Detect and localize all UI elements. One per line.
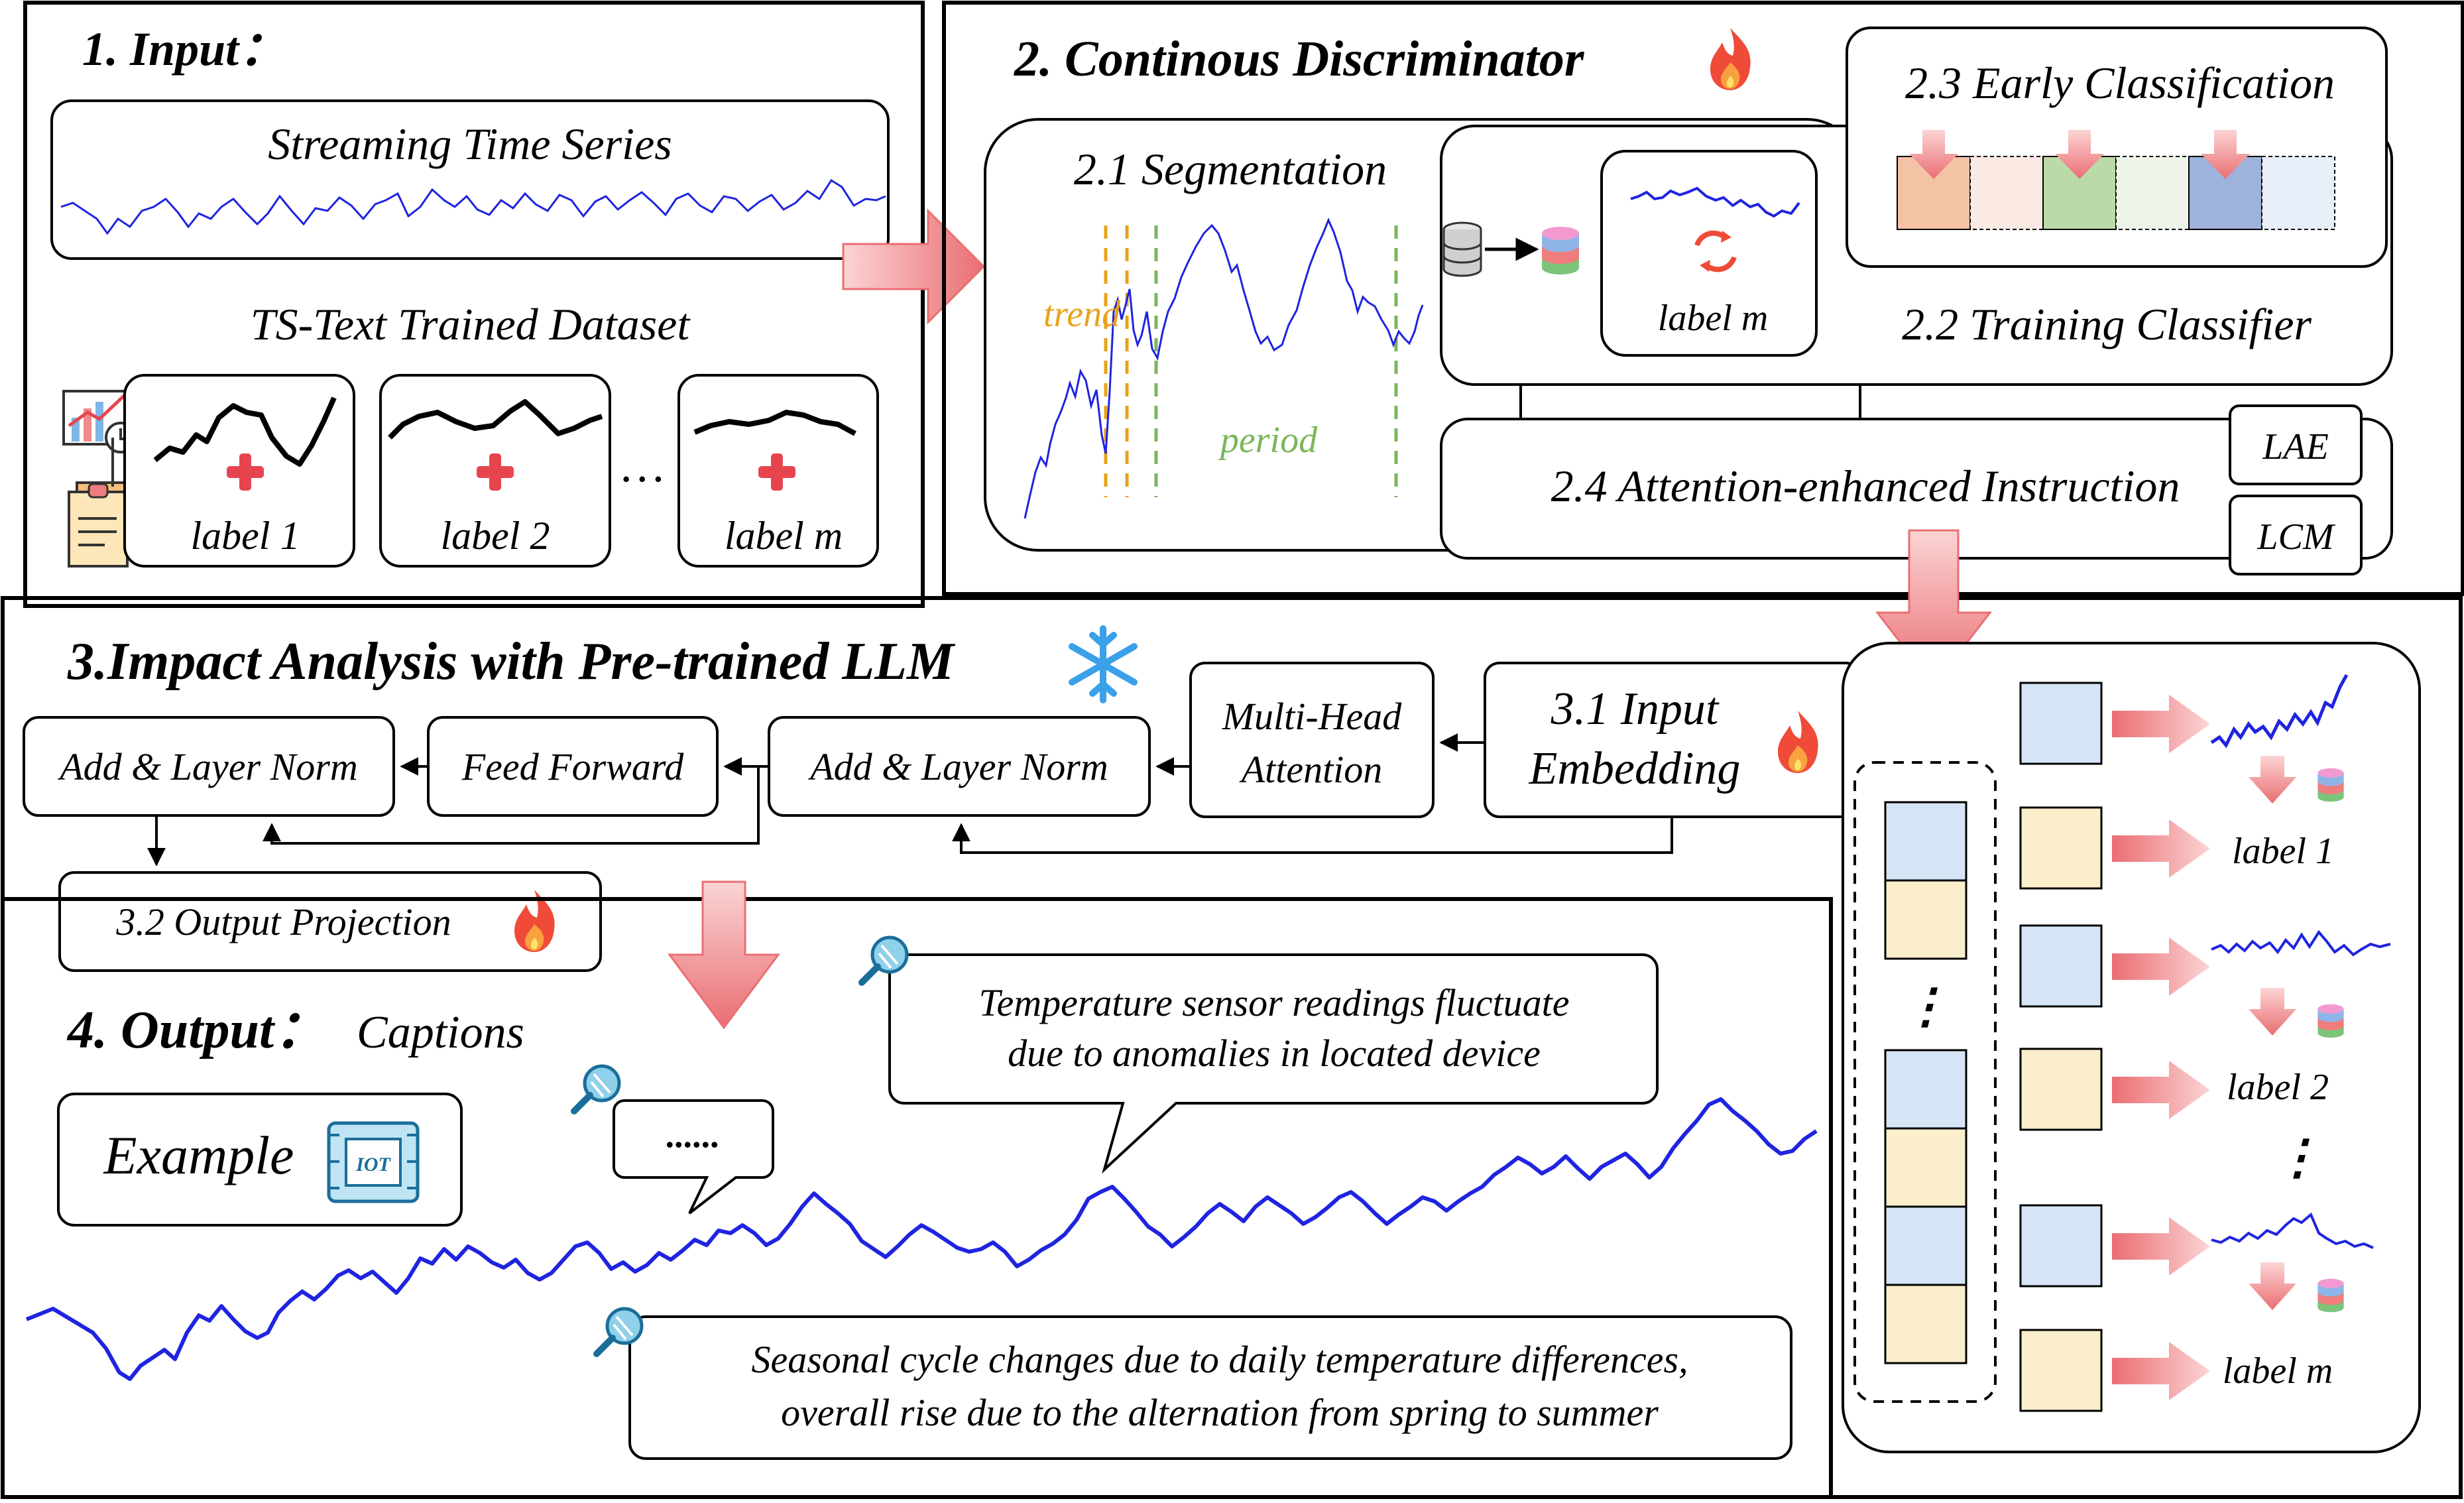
token-cell	[1884, 1284, 1967, 1364]
section-2-title: 2. Continous Discriminator	[1014, 31, 1585, 87]
refresh-icon	[1694, 230, 1737, 272]
database-icon	[1442, 221, 1482, 277]
pair-dots: ⋮	[2274, 1131, 2321, 1184]
add-norm-left-block	[23, 716, 395, 817]
segmentation-title: 2.1 Segmentation	[1074, 144, 1387, 194]
snowflake-icon	[1069, 625, 1138, 703]
section-4-subtitle: Captions	[357, 1007, 524, 1058]
add-norm-right-label: Add & Layer Norm	[807, 745, 1108, 788]
streaming-series-line	[60, 178, 886, 235]
early-cell	[1969, 156, 2044, 230]
fire-icon	[1710, 28, 1751, 90]
dataset-label-2: label 2	[441, 514, 550, 558]
lcm-box	[2229, 495, 2363, 575]
small-bubble-text: ......	[667, 1115, 721, 1155]
dataset-card-m: label m	[677, 374, 879, 568]
top-bubble-line-1: Temperature sensor readings fluctuate	[979, 981, 1570, 1024]
section-input: 1. Input： Streaming Time Series TS-Text …	[23, 1, 925, 608]
example-label: Example	[103, 1125, 294, 1185]
add-norm-left-label: Add & Layer Norm	[57, 745, 358, 788]
output-series-line	[25, 1097, 1818, 1381]
token-cell	[1884, 801, 1967, 882]
embedding-pair-1: label 1	[2019, 674, 2349, 890]
segmentation-series-line	[1024, 217, 1424, 519]
lae-box	[2229, 404, 2363, 485]
lcm-label: LCM	[2257, 516, 2335, 558]
dataset-label-m: label m	[725, 514, 843, 558]
feed-forward-label: Feed Forward	[461, 745, 685, 788]
training-classifier-title: 2.2 Training Classifier	[1902, 299, 2312, 349]
bottom-bubble-line-2: overall rise due to the alternation from…	[781, 1391, 1659, 1434]
output-projection-label: 3.2 Output Projection	[115, 900, 451, 943]
period-label: period	[1218, 420, 1318, 461]
token-sequence-box	[1853, 761, 1997, 1403]
section-3-title: 3.Impact Analysis with Pre-trained LLM	[67, 632, 956, 691]
pair-label-m: label m	[2223, 1351, 2333, 1392]
flow-arrow-to-output	[668, 880, 780, 1030]
dataset-label-1: label 1	[191, 514, 300, 558]
chip-text: IOT	[355, 1154, 391, 1175]
early-arrow	[2055, 130, 2104, 179]
label-m-text: label m	[1658, 298, 1768, 339]
label-m-series-line	[1630, 186, 1800, 218]
input-embedding-line-1: 3.1 Input	[1551, 684, 1720, 735]
early-cell	[2115, 156, 2190, 230]
lae-label: LAE	[2262, 426, 2329, 467]
early-arrow	[2201, 130, 2250, 179]
magnifier-icon	[574, 1066, 619, 1111]
top-bubble-line-2: due to anomalies in located device	[1008, 1032, 1541, 1075]
dataset-title: TS-Text Trained Dataset	[251, 299, 691, 349]
embedding-pair-2: label 2	[2019, 924, 2391, 1131]
token-cell	[1884, 1127, 1967, 1208]
database-icon	[1542, 227, 1579, 274]
mha-line-1: Multi-Head	[1222, 695, 1403, 738]
token-cell	[1884, 1205, 1967, 1286]
flow-arrow-input-to-discriminator	[842, 208, 986, 325]
section-output: 4. Output： Captions Example IOT ...... T…	[1, 880, 1833, 1499]
bottom-bubble-line-1: Seasonal cycle changes due to daily temp…	[751, 1338, 1688, 1381]
early-classification-title: 2.3 Early Classification	[1905, 58, 2335, 108]
dataset-card-1: label 1	[123, 374, 355, 568]
label-m-card	[1600, 150, 1818, 357]
pair-label-2: label 2	[2227, 1067, 2329, 1108]
token-dots: ⋮	[1902, 980, 1950, 1033]
token-cell	[1884, 879, 1967, 960]
multi-head-attention-block	[1189, 662, 1435, 818]
streaming-title: Streaming Time Series	[268, 119, 672, 169]
bottom-speech-bubble	[628, 1315, 1792, 1460]
dataset-ellipsis: …	[622, 439, 664, 492]
input-embedding-line-2: Embedding	[1529, 743, 1741, 794]
pair-label-1: label 1	[2232, 831, 2334, 872]
trend-label: trend	[1043, 294, 1121, 335]
attention-title: 2.4 Attention-enhanced Instruction	[1551, 461, 2180, 511]
section-4-title: 4. Output：	[66, 1001, 327, 1059]
small-speech-bubble	[613, 1099, 774, 1215]
early-arrow	[1909, 130, 1958, 179]
token-cell	[1884, 1049, 1967, 1130]
chip-icon: IOT	[327, 1121, 420, 1203]
embedding-pair-m: label m	[2019, 1204, 2374, 1412]
section-1-title: 1. Input：	[82, 23, 286, 76]
dataset-card-2: label 2	[379, 374, 611, 568]
section-discriminator: 2. Continous Discriminator 2.1 Segmentat…	[942, 1, 2464, 596]
embedding-panel: ⋮ label 1 label 2 ⋮	[1842, 642, 2421, 1453]
early-cell	[2261, 156, 2335, 230]
mha-line-2: Attention	[1239, 748, 1383, 791]
